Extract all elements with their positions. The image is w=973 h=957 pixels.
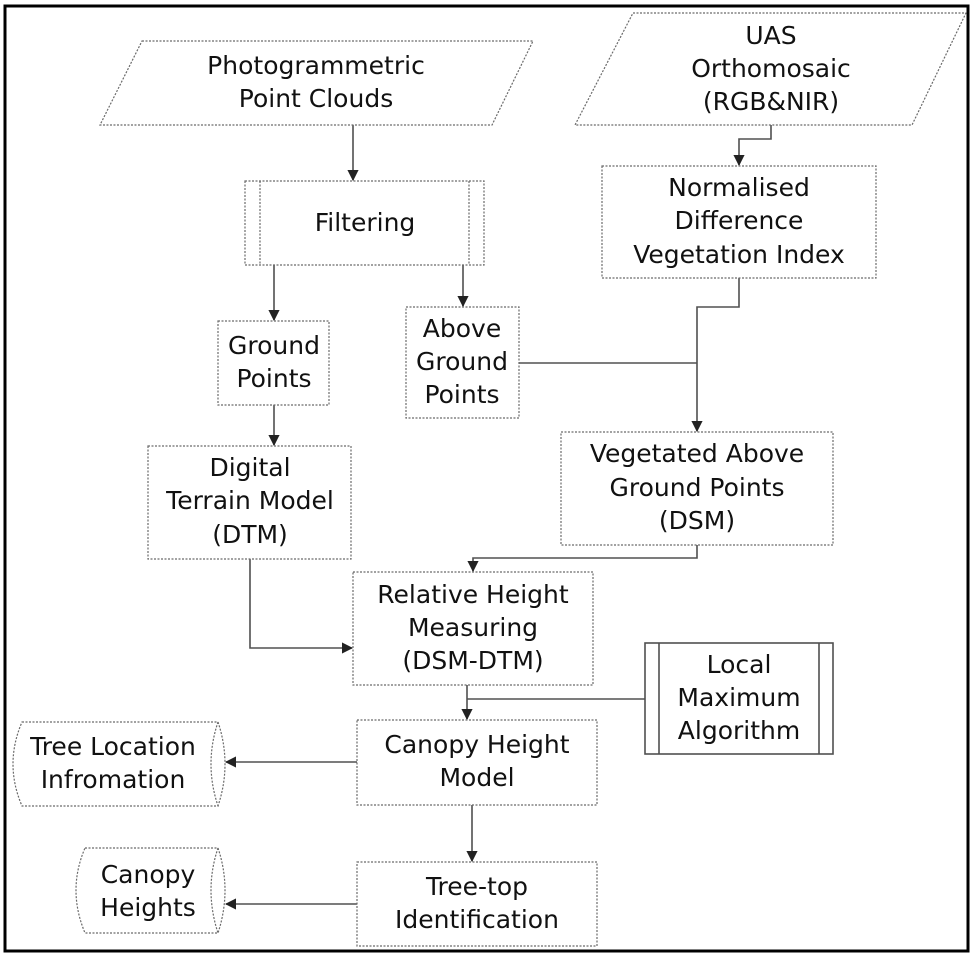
node-label: Infromation xyxy=(41,765,186,794)
diagram-frame xyxy=(3,4,970,953)
edge-vegetated-to-relative-height xyxy=(467,545,698,573)
node-label: Above xyxy=(423,314,501,343)
edges xyxy=(224,125,772,910)
node-label: Digital xyxy=(209,453,290,482)
node-relative-height: Relative Height Measuring (DSM-DTM) xyxy=(352,571,594,686)
node-label: Local xyxy=(707,650,772,679)
node-label: Point Clouds xyxy=(239,84,393,113)
node-label: Normalised xyxy=(668,173,810,202)
node-label: Orthomosaic xyxy=(691,54,851,83)
predefined-process-box xyxy=(644,642,834,755)
node-label: Difference xyxy=(675,206,804,235)
process-box xyxy=(352,571,594,686)
node-local-maximum: Local Maximum Algorithm xyxy=(644,642,834,755)
node-label: Photogrammetric xyxy=(207,51,425,80)
node-label: Measuring xyxy=(408,613,538,642)
node-label: Points xyxy=(236,364,311,393)
node-label: (RGB&NIR) xyxy=(703,87,839,116)
node-label: Tree Location xyxy=(29,732,196,761)
node-orthomosaic: UAS Orthomosaic (RGB&NIR) xyxy=(574,12,967,126)
node-label: Vegetation Index xyxy=(633,240,845,269)
node-label: Ground xyxy=(416,347,508,376)
node-above-ground-points: Above Ground Points xyxy=(405,306,520,419)
node-label: Points xyxy=(424,380,499,409)
input-parallelogram xyxy=(99,40,534,126)
predefined-process-box xyxy=(244,180,485,266)
node-label: Tree-top xyxy=(425,872,528,901)
node-label: Identification xyxy=(395,905,559,934)
process-box xyxy=(147,445,352,560)
node-label: Filtering xyxy=(315,208,416,237)
node-label: Maximum xyxy=(677,683,800,712)
node-label: (DSM) xyxy=(659,506,735,535)
edge-orthomosaic-to-ndvi xyxy=(733,125,772,167)
node-label: Ground xyxy=(228,331,320,360)
node-label: Model xyxy=(439,763,514,792)
process-box xyxy=(356,861,598,947)
stored-data-edge xyxy=(217,721,226,807)
node-label: Ground Points xyxy=(610,473,785,502)
node-canopy-heights: Canopy Heights xyxy=(75,847,226,934)
process-box xyxy=(405,306,520,419)
node-dtm: Digital Terrain Model (DTM) xyxy=(147,445,352,560)
node-label: (DSM-DTM) xyxy=(402,646,543,675)
node-ground-points: Ground Points xyxy=(217,320,330,406)
edge-dtm-to-relative-height xyxy=(249,559,354,654)
node-label: Vegetated Above xyxy=(590,439,804,468)
node-chm: Canopy Height Model xyxy=(356,719,598,806)
process-box xyxy=(217,320,330,406)
process-box xyxy=(356,719,598,806)
input-parallelogram xyxy=(574,12,967,126)
node-label: Heights xyxy=(100,893,196,922)
stored-data-edge xyxy=(217,847,226,934)
node-label: Relative Height xyxy=(377,580,569,609)
node-label: Algorithm xyxy=(678,716,800,745)
node-label: Terrain Model xyxy=(165,486,334,515)
node-label: Canopy xyxy=(101,860,196,889)
node-label: (DTM) xyxy=(212,520,288,549)
stored-data-shape xyxy=(75,847,219,934)
node-ndvi: Normalised Difference Vegetation Index xyxy=(601,165,877,279)
edge-ndvi-to-vegetated xyxy=(691,278,740,433)
node-point-clouds: Photogrammetric Point Clouds xyxy=(99,40,534,126)
node-vegetated-points: Vegetated Above Ground Points (DSM) xyxy=(560,431,834,546)
node-tree-location: Tree Location Infromation xyxy=(12,721,226,807)
process-box xyxy=(560,431,834,546)
process-box xyxy=(601,165,877,279)
node-treetop: Tree-top Identification xyxy=(356,861,598,947)
node-filtering: Filtering xyxy=(244,180,485,266)
node-label: UAS xyxy=(745,21,796,50)
node-label: Canopy Height xyxy=(384,730,569,759)
